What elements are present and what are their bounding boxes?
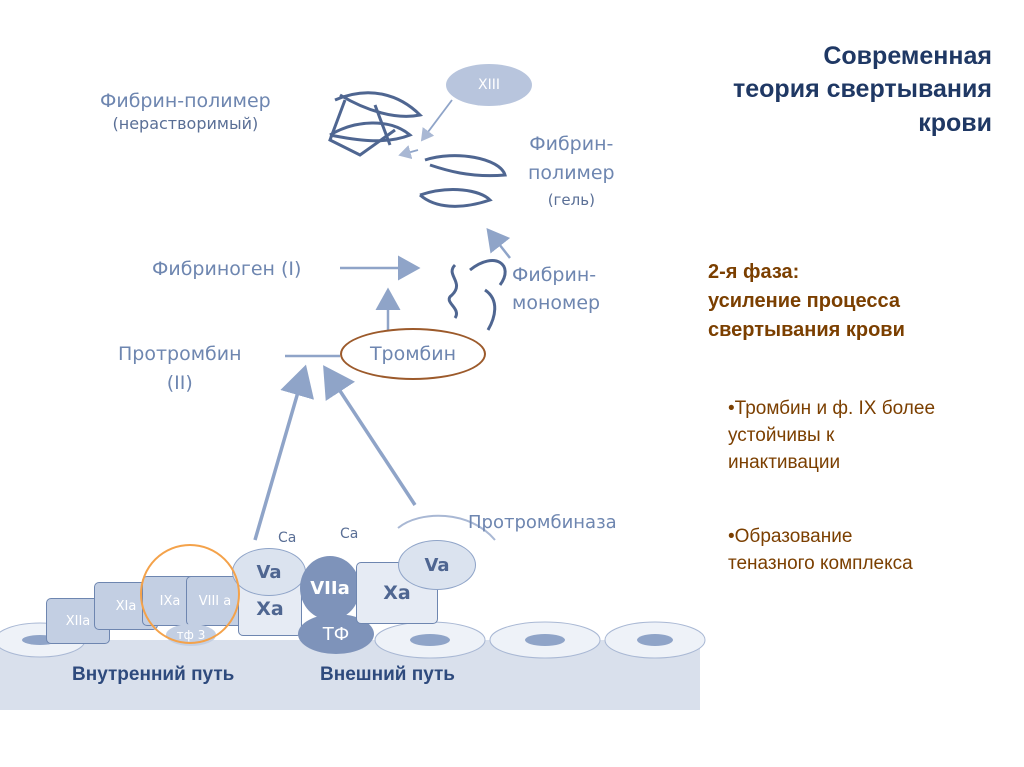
bullet-2-line-2: теназного комплекса [728, 552, 913, 574]
fibrin-polymer-insoluble-line-2: (нерастворимый) [112, 113, 259, 133]
thrombin-label: Тромбин [369, 343, 457, 365]
factor-viia-node: VIIa [300, 556, 360, 620]
phase-block: 2-я фаза: усиление процесса свертывания … [708, 258, 905, 345]
bullet-1-line-3: инактивации [728, 451, 841, 473]
fibrin-polymer-gel-line-2: полимер [528, 162, 615, 185]
fibrin-polymer-insoluble-strands [328, 91, 424, 157]
factor-viia-label: VIIa [310, 577, 350, 599]
fibrin-polymer-insoluble-label: Фибрин-полимер (нерастворимый) [100, 90, 271, 134]
factor-xiii-label: XIII [478, 77, 500, 93]
pathway-arrows [253, 99, 511, 541]
bullet-1-line-2: устойчивы к [728, 424, 835, 446]
fibrin-polymer-gel-line-3: (гель) [547, 190, 595, 209]
fibrin-polymer-gel-strands [419, 154, 507, 208]
phase-line-1: усиление процесса [708, 290, 900, 312]
tissue-factor-label: ТФ [322, 623, 350, 645]
slide-title: Современная теория свертывания крови [733, 40, 992, 140]
title-line-2: теория свертывания [733, 75, 992, 104]
fibrin-monomer-label: Фибрин- мономер [512, 262, 600, 317]
factor-xiia-label: XIIa [65, 613, 91, 629]
factor-va-left-label: Va [256, 561, 282, 583]
calcium-right-label: Ca [340, 526, 359, 542]
fibrin-monomer-line-1: Фибрин- [512, 264, 597, 286]
fibrin-polymer-gel-line-1: Фибрин- [529, 133, 614, 155]
bullet-tenase: •Образование теназного комплекса [728, 524, 913, 578]
thrombin-node: Тромбин [340, 328, 486, 380]
fibrin-monomer-line-2: мономер [512, 291, 601, 314]
factor-va-right-label: Va [424, 554, 450, 576]
bullet-thrombin: •Тромбин и ф. IX более устойчивы к инакт… [728, 396, 935, 477]
tenase-complex-ring [140, 544, 240, 644]
intrinsic-path-label: Внутренний путь [72, 664, 235, 685]
title-line-1: Современная [823, 42, 992, 70]
factor-xiii-node: XIII [446, 64, 532, 106]
calcium-left-label: Ca [278, 530, 297, 546]
factor-va-left-node: Va [232, 548, 306, 596]
fibrinogen-label: Фибриноген (I) [152, 258, 302, 280]
prothrombinase-label: Протромбиназа [468, 512, 617, 533]
factor-xa-right-label: Xa [383, 582, 411, 604]
bullet-1-line-1: •Тромбин и ф. IX более [728, 398, 936, 419]
phase-line-2: свертывания крови [708, 319, 905, 341]
prothrombin-label: Протромбин (II) [118, 340, 242, 399]
fibrin-polymer-gel-label: Фибрин- полимер (гель) [528, 130, 615, 212]
bullet-2-line-1: •Образование [728, 526, 853, 547]
factor-xa-left-label: Xa [256, 598, 284, 620]
factor-xia-label: XIa [115, 598, 137, 614]
prothrombin-line-1: Протромбин [118, 343, 242, 365]
title-line-3: крови [918, 108, 992, 137]
extrinsic-path-label: Внешний путь [320, 664, 455, 685]
fibrin-polymer-insoluble-line-1: Фибрин-полимер [100, 90, 271, 112]
factor-va-right-node: Va [398, 540, 476, 590]
fibrin-monomer-strands [447, 259, 507, 331]
prothrombinase-arc [397, 514, 496, 541]
phase-heading: 2-я фаза: [708, 261, 800, 283]
prothrombin-line-2: (II) [166, 372, 193, 395]
